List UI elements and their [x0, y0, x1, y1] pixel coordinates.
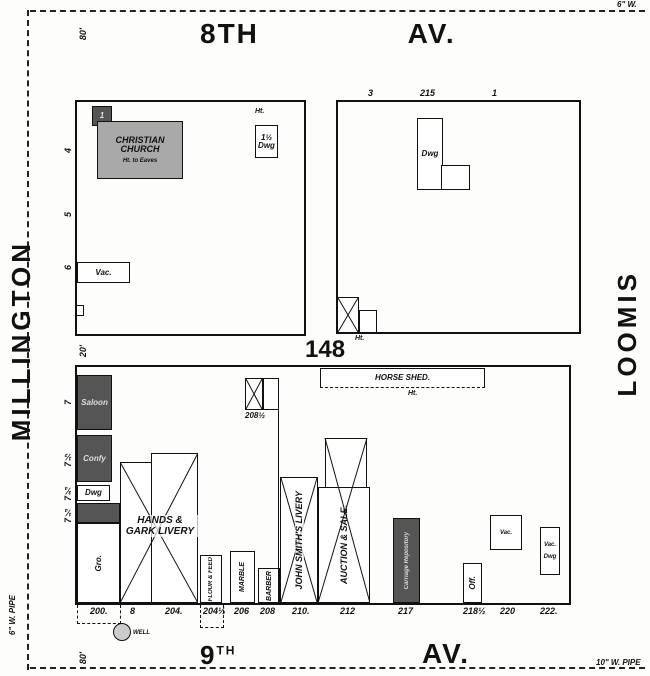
church-name: CHRISTIAN CHURCH	[115, 135, 165, 154]
horse-shed: HORSE SHED.	[320, 368, 485, 388]
rear-shed	[263, 378, 279, 410]
stories: 1½	[260, 132, 273, 142]
vac-label: Vac.	[543, 542, 557, 548]
address-222: 222.	[540, 606, 558, 616]
rear-address: 208½	[245, 411, 266, 420]
dwelling-ne-wing	[441, 165, 470, 190]
confectionery: Confy	[77, 435, 112, 482]
street-millington: MILLINGTON	[6, 240, 36, 442]
lot-7-1-4: 7¼	[63, 508, 73, 524]
horse-shed-height: Ht.	[408, 390, 418, 397]
street-9th-av: AV.	[422, 638, 471, 669]
street-8th-av: 8TH AV.	[200, 18, 456, 49]
outbuilding	[359, 310, 377, 333]
block-south	[75, 365, 571, 605]
office: Off.	[463, 563, 482, 603]
well-icon	[113, 623, 131, 641]
ne-lot-1: 1	[492, 88, 498, 98]
ne-lot-3: 3	[368, 88, 374, 98]
address-204: 204.	[165, 606, 183, 616]
saloon: Saloon	[77, 375, 112, 430]
grocery: Gro.	[77, 523, 120, 603]
dwelling-222: Vac. Dwg	[540, 527, 560, 575]
use: Dwg	[258, 140, 275, 150]
lot-6: 6	[63, 265, 73, 271]
street-loomis: LOOMIS	[612, 270, 642, 397]
marble-works: MARBLE	[230, 551, 255, 603]
carriage-label: Carriage Repository	[403, 531, 410, 590]
vacant-220: Vac.	[490, 515, 522, 550]
address-206: 206	[234, 606, 250, 616]
small-shed	[76, 305, 84, 316]
lot-line	[278, 378, 279, 603]
block-northwest	[75, 100, 306, 336]
outbuilding-height: Ht.	[355, 335, 365, 342]
address-204-half: 204½	[203, 606, 226, 616]
church-note: Ht. to Eaves	[122, 158, 158, 164]
carriage-repository: Carriage Repository	[393, 518, 420, 603]
grocery-label: Gro.	[93, 554, 103, 572]
rear-shed-crossed	[245, 378, 263, 410]
well-label: WELL	[133, 630, 150, 636]
address-200: 200.	[90, 606, 108, 616]
dimension-bottom: 80'	[78, 652, 88, 665]
livery-hands-gark-label: HANDS & GARK LIVERY	[122, 515, 198, 537]
dimension-top: 80'	[78, 28, 88, 41]
pipe-line-south	[30, 667, 645, 669]
vacant-building: Vac.	[77, 262, 130, 283]
pipe-line-north	[30, 10, 645, 12]
lot-7-3-4: 7¾	[63, 486, 73, 502]
lot-5: 5	[63, 212, 73, 218]
street-9th: 9TH	[200, 640, 237, 670]
dwelling-7-3-4: Dwg	[77, 485, 110, 501]
dimension-middle: 20'	[78, 345, 88, 358]
address-217: 217	[398, 606, 414, 616]
barber: BARBER	[258, 568, 280, 603]
block-northeast	[336, 100, 581, 334]
livery-john-smith: JOHN SMITH'S LIVERY	[280, 477, 318, 603]
sidewalk-shed-204-half	[200, 605, 224, 628]
address-208: 208	[260, 606, 276, 616]
auction-cross	[318, 438, 370, 603]
flour-label: FLOUR & FEED	[208, 556, 214, 602]
john-smith-label: JOHN SMITH'S LIVERY	[293, 490, 304, 590]
lot-7: 7	[63, 400, 73, 406]
dwg-label: Dwg	[543, 554, 557, 560]
flour-feed: FLOUR & FEED	[200, 555, 222, 603]
address-202: 8	[130, 606, 136, 616]
ne-lot-215: 215	[420, 88, 436, 98]
pipe-label-west: 6" W. PIPE	[8, 595, 17, 636]
block-number: 148	[305, 336, 346, 363]
address-212: 212	[340, 606, 356, 616]
sidewalk-shed-200	[77, 605, 121, 624]
lot-7-half: 7½	[63, 452, 73, 468]
store-dark	[77, 503, 120, 523]
outbuilding-crossed	[337, 297, 359, 333]
barber-label: BARBER	[265, 570, 273, 601]
office-label: Off.	[467, 576, 477, 590]
pipe-line-west	[27, 10, 29, 670]
lot-4: 4	[63, 148, 73, 154]
dwelling-height: Ht.	[255, 108, 265, 115]
address-218-half: 218½	[463, 606, 486, 616]
pipe-label-south: 10" W. PIPE	[596, 658, 641, 667]
pipe-label-north: 6" W.	[617, 0, 637, 9]
marble-label: MARBLE	[239, 562, 246, 592]
address-210: 210.	[292, 606, 310, 616]
christian-church: CHRISTIAN CHURCH Ht. to Eaves	[97, 121, 183, 179]
address-220: 220	[500, 606, 516, 616]
dwelling-ne: Dwg	[417, 118, 443, 190]
